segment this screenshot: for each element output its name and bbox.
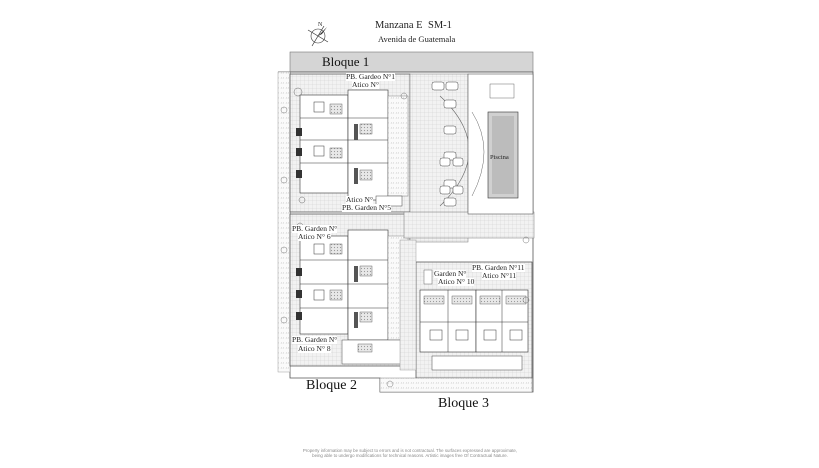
bloque-3-footprint (379, 261, 533, 393)
unit-1-attic-label: Atico N° (352, 80, 379, 89)
disclaimer-line-2: being able to undergo modifications for … (312, 453, 508, 459)
compass-rose-icon (307, 25, 329, 47)
unit-1-garden-label: PB. Gardeo N°1 (346, 72, 396, 81)
unit-10-attic-label: Atico N° 10 (438, 277, 475, 286)
block-code: SM-1 (428, 20, 452, 31)
street-name: Avenida de Guatemala (378, 34, 456, 44)
parking-area (403, 73, 535, 243)
unit-8-garden-label: PB. Garden N° (292, 335, 338, 344)
pool-label: Piscina (490, 154, 509, 161)
block-title: Manzana E (375, 20, 423, 31)
pool-area (467, 73, 534, 215)
bloque-3-label: Bloque 3 (438, 396, 489, 411)
unit-6-attic-label: Atico N° 6 (298, 232, 331, 241)
compass-n-label: N (318, 22, 323, 28)
disclaimer-line-1: Property information may be subject to e… (302, 448, 518, 453)
unit-8-attic-label: Atico N° 8 (298, 344, 331, 353)
unit-10-garden-label: Garden N° (434, 269, 467, 278)
bloque-2-label: Bloque 2 (306, 378, 357, 393)
unit-6-garden-label: PB. Garden N° (292, 224, 338, 233)
unit-5-attic-label: Atico N° (346, 195, 373, 204)
legal-disclaimer: Property information may be subject to e… (200, 448, 620, 458)
bloque-1-label: Bloque 1 (322, 54, 370, 69)
bloque-1-footprint (289, 73, 411, 213)
unit-5-garden-label: PB. Garden N°5 (342, 203, 392, 212)
unit-11-garden-label: PB. Garden N°11 (472, 263, 525, 272)
unit-11-attic-label: Atico N°11 (482, 271, 517, 280)
